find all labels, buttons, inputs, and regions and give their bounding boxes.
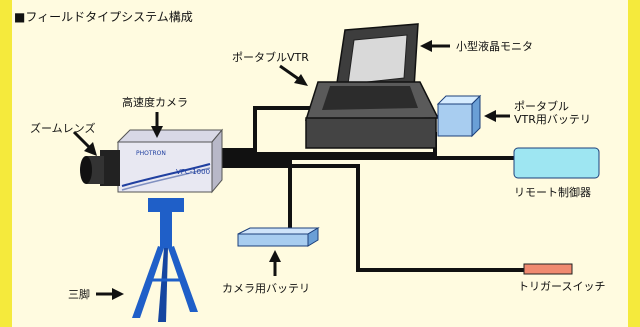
label-vtr-battery-1: ポータブル	[514, 100, 569, 113]
trigger-switch	[523, 263, 573, 275]
camera-brand: PHOTRON	[136, 150, 166, 157]
label-camera: 高速度カメラ	[122, 96, 188, 109]
label-remote: リモート制御器	[514, 186, 591, 199]
diagram-title: ■フィールドタイプシステム構成	[14, 10, 193, 24]
cables	[218, 106, 525, 272]
remote-controller	[513, 147, 600, 179]
camera-battery	[237, 227, 320, 247]
label-vtr-battery-2: VTR用バッテリ	[514, 113, 591, 126]
label-trigger: トリガースイッチ	[518, 280, 606, 293]
tripod	[132, 198, 198, 322]
label-tripod: 三脚	[68, 288, 90, 301]
cable-trigger	[218, 164, 525, 272]
label-camera-battery: カメラ用バッテリ	[222, 282, 310, 295]
label-monitor: 小型液晶モニタ	[456, 40, 533, 53]
label-zoom-lens: ズームレンズ	[30, 122, 96, 135]
portable-vtr	[304, 23, 440, 149]
label-arrows	[72, 40, 510, 300]
vtr-battery	[436, 94, 482, 138]
camera-model: VFC-1000	[176, 168, 210, 176]
cable-camera-battery	[218, 160, 292, 235]
high-speed-camera	[80, 128, 224, 194]
label-vtr: ポータブルVTR	[232, 51, 309, 64]
cable-vtr	[218, 106, 318, 152]
